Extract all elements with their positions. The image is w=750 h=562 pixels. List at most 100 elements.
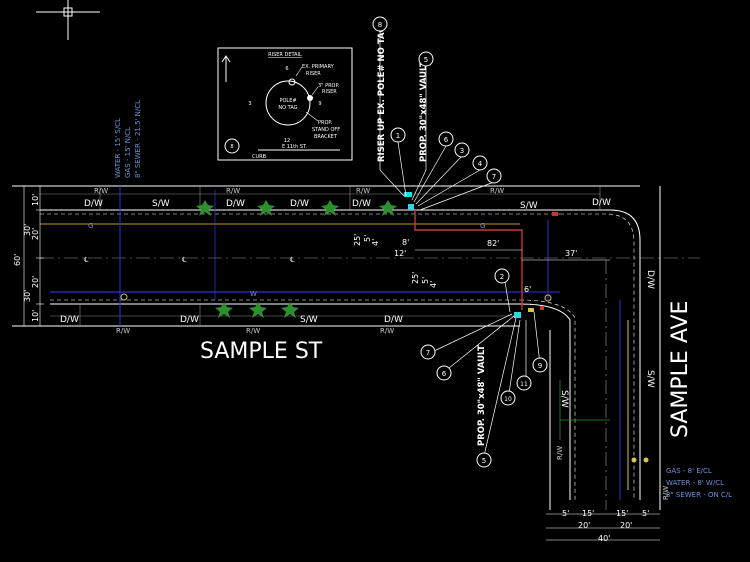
dim-4a: 4' (371, 239, 380, 246)
avenue-dimensions: 5' 15' 15' 5' 20' 20' 40' (546, 509, 660, 543)
cl-label-2: ℄ (182, 256, 187, 264)
dim-av-5b: 5' (642, 509, 649, 518)
dw-label-5: D/W (592, 198, 611, 208)
svg-text:9: 9 (538, 362, 542, 370)
vault-top (404, 192, 412, 197)
dim-5b: 5' (421, 277, 430, 284)
vault-markers (404, 192, 558, 318)
ex-primary-label: EX. PRIMARY (302, 64, 335, 70)
street-water-note: WATER - 15' S/CL (114, 118, 122, 178)
dw-label-7: D/W (180, 315, 199, 325)
svg-text:1: 1 (396, 132, 400, 140)
street-linework (12, 185, 700, 327)
svg-text:8: 8 (378, 21, 382, 29)
bubble-bottom-5: 5 (476, 452, 492, 468)
rw-label-4: R/W (490, 187, 504, 195)
dim-av-15a: 15' (582, 509, 594, 518)
dim-8: 8' (402, 238, 409, 247)
hydrant-icons (120, 293, 552, 302)
sw-label-3: S/W (300, 315, 318, 325)
rw-label-1: R/W (94, 187, 108, 195)
dim-25a: 25' (353, 234, 362, 246)
avenue-linework (519, 186, 661, 510)
leader-lines (379, 30, 541, 457)
dim-10-top: 10' (31, 194, 40, 206)
svg-text:6: 6 (442, 370, 447, 378)
bubble-top-8: 8 (372, 16, 388, 32)
bubble-bottom-11: 11 (516, 375, 532, 391)
street-name-sample-st: SAMPLE ST (200, 339, 323, 364)
standoff-label-2: STAND OFF (312, 127, 340, 133)
sw-label-1: S/W (152, 199, 170, 209)
vault-note-top: PROP. 30"x48" VAULT (419, 61, 429, 162)
dim-4b: 4' (429, 281, 438, 288)
svg-text:7: 7 (492, 173, 496, 181)
utility-lines (40, 186, 629, 500)
street-gas-note: GAS - 15' N/CL (124, 127, 132, 178)
svg-text:5: 5 (424, 56, 428, 64)
dim-6: 6' (524, 285, 531, 294)
svg-text:5: 5 (482, 457, 486, 465)
bubble-bottom-7: 7 (420, 344, 436, 360)
dw-label-1: D/W (84, 199, 103, 209)
rw-label-7: R/W (380, 327, 394, 335)
sw-label-av: S/W (645, 370, 655, 388)
clock-9: 9 (318, 101, 321, 107)
svg-text:3: 3 (460, 147, 464, 155)
vault-top-2 (408, 204, 414, 210)
svg-text:4: 4 (478, 160, 483, 168)
street-utility-notes: WATER - 15' S/CL GAS - 15' N/CL 8" SEWER… (114, 100, 142, 178)
dim-30-top: 30' (23, 224, 32, 236)
riser-note: RISER UP EX. POLE# NO TAG (377, 25, 387, 162)
svg-text:2: 2 (500, 273, 504, 281)
gas-g-label-2: G (480, 222, 485, 230)
avenue-sewer-note: 8" SEWER - ON C/L (666, 491, 732, 499)
rw-label-av-2: R/W (662, 486, 670, 500)
ex-primary-label-2: RISER (306, 71, 321, 77)
bubble-top-5: 5 (418, 51, 434, 67)
vault-note-bottom: PROP. 30"x48" VAULT (477, 345, 487, 446)
dim-av-15b: 15' (616, 509, 628, 518)
callout-bubbles: 8 5 1 6 3 4 7 2 7 6 5 10 11 9 (372, 16, 548, 468)
standoff-label-3: BRACKET (314, 134, 338, 140)
rw-label-6: R/W (246, 327, 260, 335)
standoff-label: PROP. (318, 120, 333, 126)
dim-37: 37' (565, 249, 577, 258)
dim-12: 12' (394, 249, 406, 258)
bubble-bottom-6: 6 (436, 365, 452, 381)
dim-20-top: 20' (31, 228, 40, 240)
water-w-label: W (250, 290, 257, 298)
dim-82: 82' (487, 239, 499, 248)
tree-icons (196, 200, 397, 318)
pole-label: POLE# (279, 98, 296, 104)
dim-60: 60' (13, 254, 22, 266)
dim-5a: 5' (363, 235, 372, 242)
svg-text:10: 10 (504, 396, 512, 403)
detail-note-bubble: 8 (230, 144, 233, 150)
dw-label-6: D/W (60, 315, 79, 325)
dim-30-bot: 30' (23, 290, 32, 302)
dim-av-5a: 5' (562, 509, 569, 518)
rw-label-3: R/W (356, 187, 370, 195)
prop-riser-label: 3" PROP. (318, 83, 340, 89)
rw-label-2: R/W (226, 187, 240, 195)
bubble-mid-2: 2 (494, 268, 510, 284)
clock-12: 12 (284, 138, 290, 144)
dim-20-bot: 20' (31, 276, 40, 288)
curb-label: CURB (252, 154, 267, 160)
clock-6: 6 (285, 66, 288, 72)
detail-street-label: E 11th ST. (282, 144, 307, 150)
dw-label-8: D/W (384, 315, 403, 325)
proposed-route (414, 210, 523, 310)
svg-text:7: 7 (426, 349, 430, 357)
north-arrow-icon (221, 55, 231, 82)
dw-label-4: D/W (352, 199, 371, 209)
bubble-top-3: 3 (454, 142, 470, 158)
bubble-top-1: 1 (390, 127, 406, 143)
dim-av-20b: 20' (620, 521, 632, 530)
vault-bottom (514, 312, 521, 318)
rw-label-av: R/W (556, 446, 564, 460)
avenue-gas-note: GAS - 8' E/CL (666, 467, 712, 475)
bubble-bottom-10: 10 (500, 390, 516, 406)
